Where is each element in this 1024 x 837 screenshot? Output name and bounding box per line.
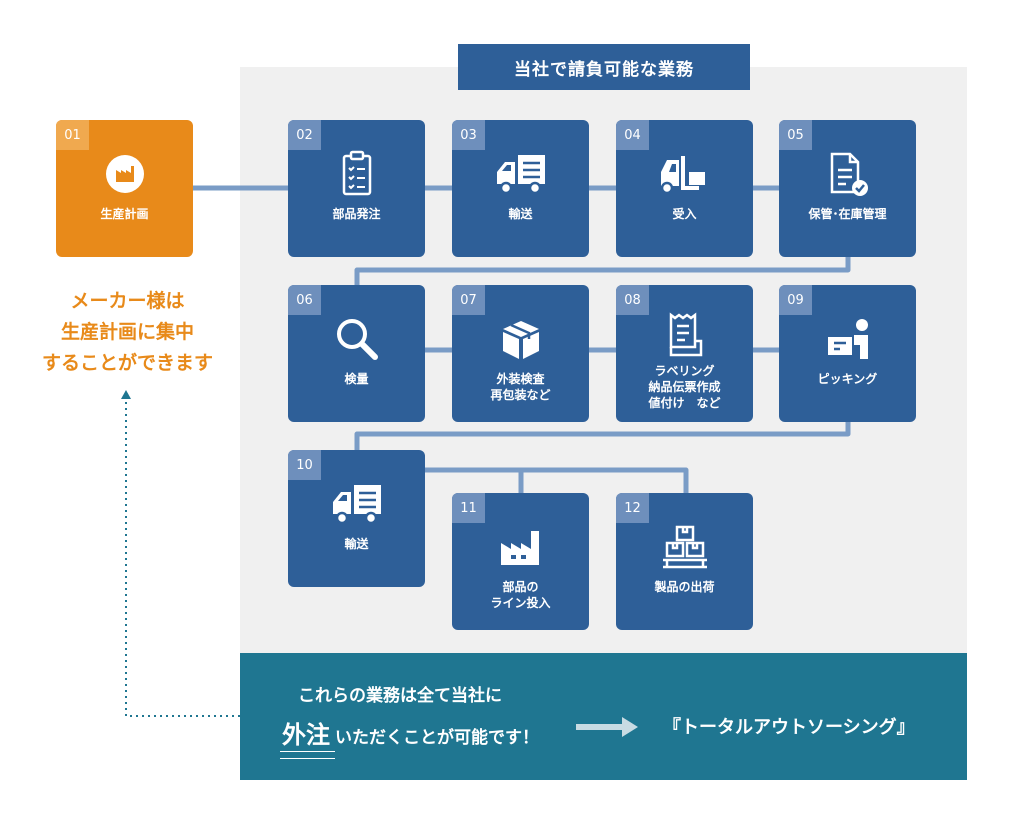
step-07-card: 07 外装検査 再包装など	[452, 285, 589, 422]
step-label: 輸送	[508, 207, 533, 221]
step-number: 05	[779, 120, 812, 150]
step-number: 07	[452, 285, 485, 315]
step-number: 11	[452, 493, 485, 523]
step-08-card: 08 ラベリング 納品伝票作成 値付け など	[616, 285, 753, 422]
step-09-card: 09 ピッキング	[779, 285, 916, 422]
clipboard-icon	[337, 148, 377, 200]
feedback-dotted-line	[125, 398, 240, 717]
step-03-card: 03 輸送	[452, 120, 589, 257]
document-check-icon	[824, 148, 872, 200]
banner-line1: これらの業務は全て当社に	[298, 686, 502, 706]
emphasis-underline	[280, 751, 335, 759]
picker-icon	[820, 313, 876, 365]
step-11-card: 11 部品の ライン投入	[452, 493, 589, 630]
step-number: 03	[452, 120, 485, 150]
step-number: 04	[616, 120, 649, 150]
box-icon	[497, 313, 545, 365]
step-label: 受入	[672, 207, 697, 221]
step-04-card: 04 受入	[616, 120, 753, 257]
magnifier-icon	[333, 313, 381, 365]
step-label: 外装検査 再包装など	[490, 372, 551, 402]
step-06-card: 06 検量	[288, 285, 425, 422]
banner-line2: いただくことが可能です！	[335, 728, 539, 748]
step-10-card: 10 輸送	[288, 450, 425, 587]
receipt-icon	[663, 309, 707, 361]
step-label: 部品発注	[332, 207, 381, 221]
connector-09-10	[354, 418, 851, 454]
arrow-right-icon	[576, 717, 638, 737]
services-title: 当社で請負可能な業務	[458, 44, 750, 90]
step-number: 12	[616, 493, 649, 523]
step-12-card: 12 製品の出荷	[616, 493, 753, 630]
step-label: 保管･在庫管理	[808, 207, 887, 221]
forklift-icon	[657, 148, 713, 200]
factory-icon	[105, 148, 145, 200]
connector-05-06	[354, 254, 851, 290]
step-number: 06	[288, 285, 321, 315]
step-number: 02	[288, 120, 321, 150]
banner-emphasis: 外注	[282, 721, 330, 749]
step-number: 01	[56, 120, 89, 150]
step-02-card: 02 部品発注	[288, 120, 425, 257]
total-outsourcing-tagline: 『トータルアウトソーシング』	[663, 717, 915, 738]
step-number: 09	[779, 285, 812, 315]
step-number: 08	[616, 285, 649, 315]
stacked-boxes-icon	[661, 521, 709, 573]
step-label: 生産計画	[100, 207, 149, 221]
step-01-card: 01 生産計画	[56, 120, 193, 257]
step-05-card: 05 保管･在庫管理	[779, 120, 916, 257]
step-label: 検量	[344, 372, 369, 386]
step-label: 部品の ライン投入	[490, 580, 551, 610]
step-label: 製品の出荷	[654, 580, 715, 594]
truck-icon	[493, 148, 549, 200]
step-number: 10	[288, 450, 321, 480]
step-label: ラベリング 納品伝票作成 値付け など	[648, 364, 721, 410]
factory-building-icon	[497, 521, 545, 573]
truck-icon	[329, 478, 385, 530]
connector-10-12	[422, 467, 689, 496]
outsourcing-banner: これらの業務は全て当社に 外注 いただくことが可能です！ 『トータルアウトソーシ…	[240, 653, 967, 780]
step-label: 輸送	[344, 537, 369, 551]
feedback-arrowhead	[121, 390, 131, 399]
step-label: ピッキング	[817, 372, 878, 386]
maker-focus-message: メーカー様は 生産計画に集中 することができます	[41, 290, 213, 374]
